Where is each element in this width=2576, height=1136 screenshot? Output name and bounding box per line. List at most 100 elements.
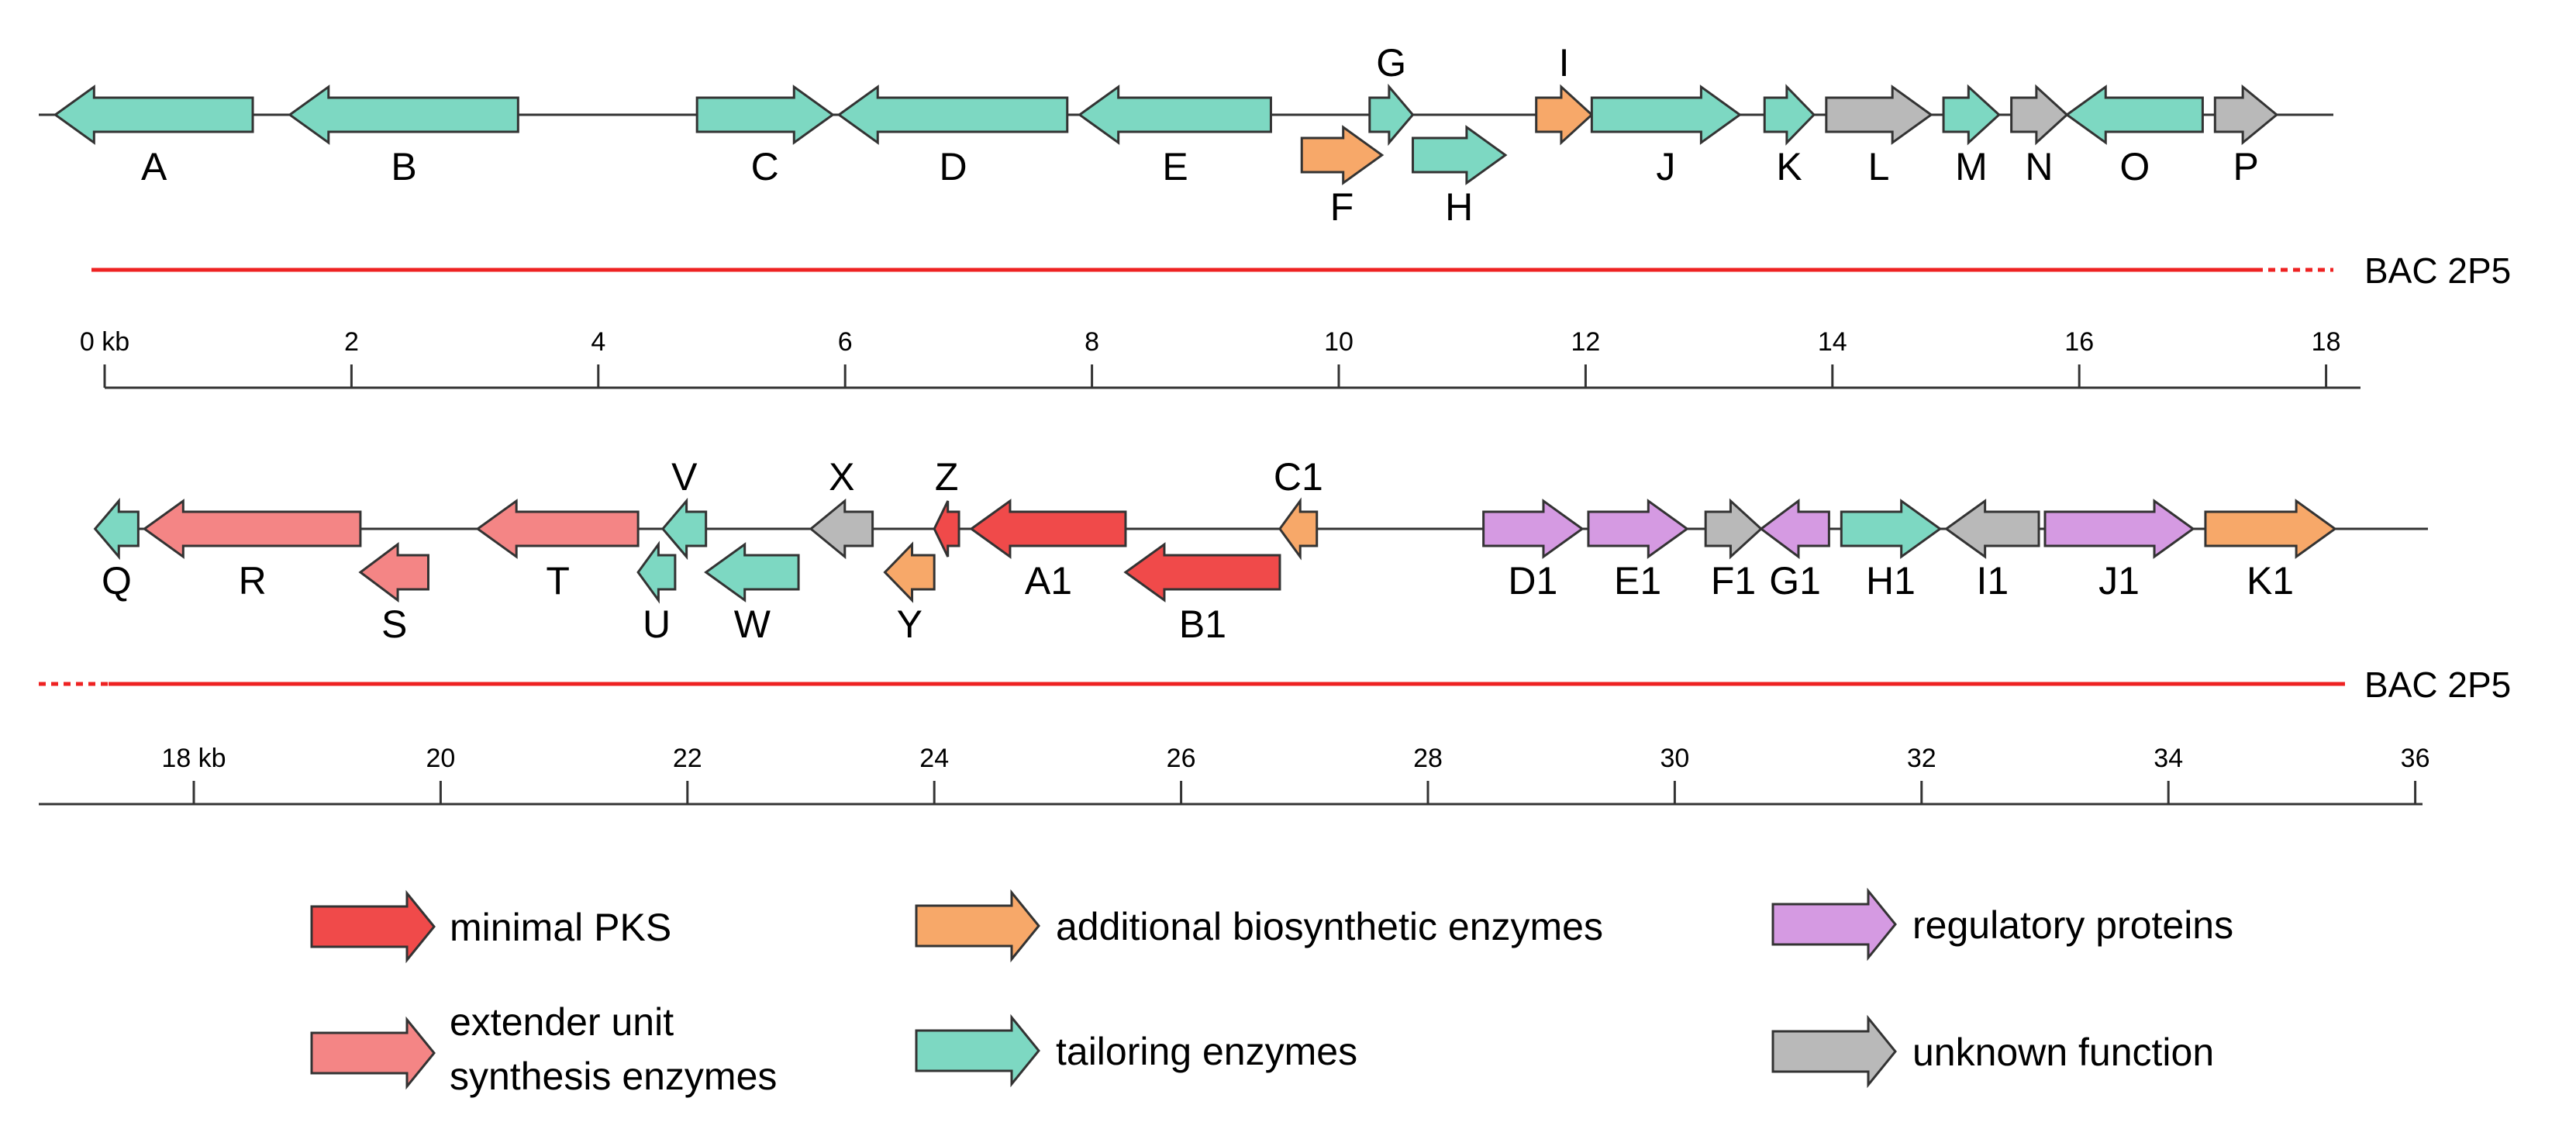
gene-arrow-q bbox=[93, 497, 140, 561]
legend-label-unknown: unknown function bbox=[1912, 1031, 2214, 1074]
scale-tick-label: 18 kb bbox=[161, 744, 226, 773]
gene-arrow-v bbox=[660, 497, 708, 561]
scale-tick-label: 26 bbox=[1167, 744, 1196, 773]
scale-tick-label: 14 bbox=[1818, 327, 1847, 357]
scale-tick-label: 34 bbox=[2154, 744, 2183, 773]
gene-label-t: T bbox=[546, 559, 570, 603]
gene-label-f: F bbox=[1330, 185, 1354, 229]
gene-label-c: C bbox=[751, 145, 779, 188]
legend-swatch-additional bbox=[915, 889, 1040, 963]
legend-label-extender-line2: synthesis enzymes bbox=[450, 1055, 777, 1098]
scale-tick-label: 30 bbox=[1660, 744, 1689, 773]
gene-arrow-c1 bbox=[1278, 497, 1319, 561]
gene-arrow-b1 bbox=[1123, 542, 1281, 603]
gene-label-y: Y bbox=[897, 603, 922, 646]
legend-swatch-tailoring bbox=[915, 1013, 1040, 1088]
gene-label-h1: H1 bbox=[1866, 559, 1916, 603]
legend-label-additional: additional biosynthetic enzymes bbox=[1056, 905, 1603, 948]
gene-arrow-a1 bbox=[969, 499, 1127, 559]
scale-tick-label: 8 bbox=[1085, 327, 1099, 357]
gene-label-d1: D1 bbox=[1508, 559, 1557, 603]
gene-label-r: R bbox=[239, 559, 267, 603]
legend-swatch-extender bbox=[310, 1016, 436, 1090]
gene-label-q: Q bbox=[102, 559, 132, 603]
gene-label-z: Z bbox=[935, 455, 959, 499]
gene-arrow-i1 bbox=[1944, 499, 2040, 559]
legend-label-regulatory: regulatory proteins bbox=[1912, 903, 2233, 947]
gene-arrow-l bbox=[1825, 85, 1933, 145]
gene-arrow-t bbox=[475, 499, 640, 559]
gene-label-o: O bbox=[2119, 145, 2150, 188]
gene-arrow-b bbox=[288, 85, 519, 145]
gene-arrow-p bbox=[2213, 84, 2279, 146]
scale-tick-label: 2 bbox=[344, 327, 359, 357]
gene-label-u: U bbox=[643, 603, 671, 646]
scale-tick-label: 36 bbox=[2401, 744, 2430, 773]
gene-label-c1: C1 bbox=[1274, 455, 1323, 499]
gene-label-a: A bbox=[141, 145, 167, 188]
gene-label-m: M bbox=[1955, 145, 1988, 188]
gene-label-a1: A1 bbox=[1025, 559, 1072, 603]
gene-arrow-f1 bbox=[1704, 498, 1764, 560]
gene-arrow-x bbox=[809, 498, 874, 560]
gene-label-j: J bbox=[1656, 145, 1675, 188]
gene-arrow-k1 bbox=[2204, 499, 2337, 559]
gene-label-h: H bbox=[1445, 185, 1473, 229]
gene-label-j1: J1 bbox=[2098, 559, 2140, 603]
scale-tick-label: 18 bbox=[2312, 327, 2341, 357]
scale-tick-label: 12 bbox=[1571, 327, 1600, 357]
gene-arrow-i bbox=[1535, 84, 1594, 146]
scale-tick-label: 4 bbox=[591, 327, 605, 357]
gene-label-e: E bbox=[1162, 145, 1188, 188]
gene-label-i: I bbox=[1559, 41, 1570, 85]
gene-arrow-y bbox=[883, 541, 936, 603]
scale-tick-label: 22 bbox=[673, 744, 702, 773]
gene-label-n: N bbox=[2025, 145, 2053, 188]
gene-arrow-n bbox=[2010, 84, 2069, 146]
gene-arrow-j bbox=[1590, 85, 1742, 145]
gene-label-b1: B1 bbox=[1179, 603, 1226, 646]
gene-arrow-r bbox=[142, 499, 362, 559]
scale-tick-label: 24 bbox=[919, 744, 949, 773]
scale-tick-label: 32 bbox=[1907, 744, 1936, 773]
scale-tick-label: 0 kb bbox=[80, 327, 129, 357]
gene-label-w: W bbox=[734, 603, 771, 646]
legend-label-minimal-pks: minimal PKS bbox=[450, 906, 671, 949]
bac-label-1: BAC 2P5 bbox=[2364, 250, 2511, 291]
gene-arrow-f bbox=[1300, 125, 1385, 185]
gene-arrow-h bbox=[1412, 125, 1508, 185]
legend-label-extender-line1: extender unit bbox=[450, 1000, 674, 1044]
gene-arrow-e1 bbox=[1587, 499, 1689, 559]
scale-tick-label: 16 bbox=[2064, 327, 2094, 357]
bac-label-2: BAC 2P5 bbox=[2364, 665, 2511, 705]
gene-label-s: S bbox=[381, 603, 407, 646]
gene-label-l: L bbox=[1868, 145, 1890, 188]
scale-tick-label: 6 bbox=[838, 327, 853, 357]
gene-arrow-g1 bbox=[1759, 499, 1830, 559]
gene-label-i1: I1 bbox=[1976, 559, 2009, 603]
scale-tick-label: 28 bbox=[1413, 744, 1443, 773]
gene-arrow-w bbox=[704, 542, 800, 603]
gene-label-k: K bbox=[1776, 145, 1802, 188]
gene-label-g: G bbox=[1376, 41, 1406, 85]
gene-arrow-g bbox=[1368, 83, 1415, 147]
gene-arrow-j1 bbox=[2043, 499, 2195, 559]
legend-swatch-minimal-pks bbox=[310, 889, 436, 964]
legend-label-tailoring: tailoring enzymes bbox=[1056, 1030, 1357, 1073]
gene-label-v: V bbox=[671, 455, 698, 499]
legend-swatch-regulatory bbox=[1771, 887, 1897, 962]
gene-label-e1: E1 bbox=[1614, 559, 1661, 603]
gene-label-g1: G1 bbox=[1769, 559, 1821, 603]
gene-arrow-h1 bbox=[1840, 499, 1943, 559]
gene-label-x: X bbox=[829, 455, 854, 499]
gene-arrow-z bbox=[933, 500, 960, 558]
gene-label-f1: F1 bbox=[1711, 559, 1756, 603]
gene-label-k1: K1 bbox=[2247, 559, 2294, 603]
gene-arrow-s bbox=[358, 542, 429, 603]
gene-arrow-u bbox=[636, 540, 677, 604]
